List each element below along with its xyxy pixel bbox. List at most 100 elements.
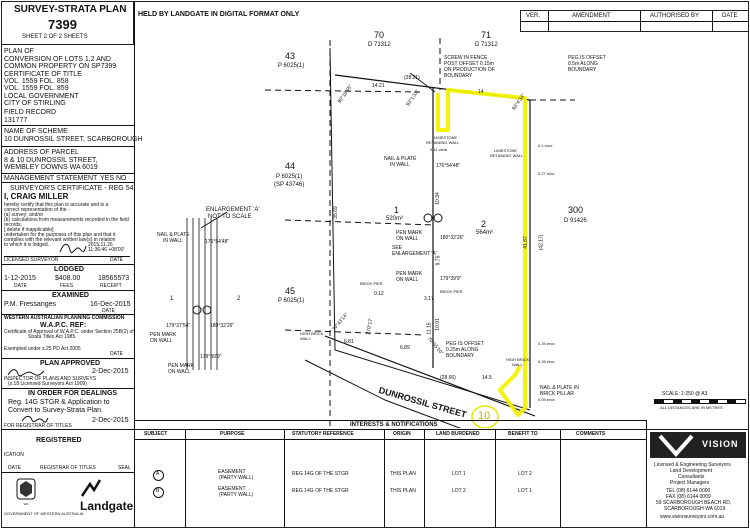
firm-line: 59 SCARBOROUGH BEACH RD, [656,500,732,506]
nail-pillar-note: BRICK PILLAR [540,391,574,397]
firm-line: Land Development [670,468,712,474]
lodged-label: LODGED [54,266,84,273]
dim-label: 35.69 [332,206,339,219]
easement-b-marker [202,305,212,315]
high-brick-note: HIGH BRICK [300,331,324,336]
dim-label: 41.87 [522,236,529,249]
mgmt-value: YES NO [100,175,127,182]
lot-43-ref: P 6025(1) [278,63,305,69]
dealings-label: IN ORDER FOR DEALINGS [28,390,118,397]
col-rule [424,430,425,528]
divider [1,429,749,430]
row-origin: THIS PLAN [390,488,416,494]
scale-bar [654,399,746,404]
row-purpose: (PARTY WALL) [219,492,254,498]
lot-1-id: 1 [394,205,400,215]
pen-mark-note: ON WALL [396,277,419,283]
offset-label: 0.05 encr. [538,397,556,402]
col-purpose: PURPOSE [220,431,245,437]
enlargement-title: ENLARGEMENT 'A' [206,207,260,213]
firm-line: FAX (08) 6144 0009 [666,494,711,500]
enlargement-leader [200,211,228,229]
exam-date: 16-Dec-2015 [90,301,131,308]
lot-45-ref: P 6025(1) [278,298,305,304]
lot-45-id: 45 [285,286,296,296]
screw-note: BOUNDARY [444,73,473,79]
plan-of-label: PLAN OF [4,48,34,55]
col-burdened: LAND BURDENED [436,431,480,437]
inspector-label: INSPECTOR OF PLANS AND SURVEYS [4,376,97,382]
wapc-title: WESTERN AUSTRALIAN PLANNING COMMISSION [4,315,125,321]
boundary-dashed [284,219,436,226]
ver-header: VER. [526,13,541,19]
addr-line: 8 & 10 DUNROSSIL STREET, [4,157,98,164]
plan-approved-date: 2-Dec-2015 [92,368,129,375]
scale-label: SCALE: 1:250 @ A3 [662,391,708,397]
dim-label: 6.81 [344,339,354,345]
brick-pier-note: BRICK PIER [360,281,383,286]
dealings-date: 2-Dec-2015 [92,417,129,424]
highlight-lot2 [436,88,527,417]
divider [1,472,135,473]
landgate-wordmark: Landgate [80,499,134,513]
wa-crest-logo: WA [16,478,36,506]
dealings-text: Reg. 14G STGR & Application to [8,399,110,406]
lodged-col: RECEIPT [100,283,122,289]
enl-lot-b: 2 [237,296,241,302]
peg-top-note: BOUNDARY [568,67,597,73]
dim-label: 14.21 [372,83,385,89]
examined-label: EXAMINED [52,292,89,299]
fr-value: 131777 [4,117,28,124]
dim-label: (42.17) [538,234,545,251]
firm-line: Licensed & Engineering Surveyors [654,462,731,468]
lot-70-ref: D 71312 [368,42,391,48]
title-box [1,1,134,45]
table-border [134,420,135,528]
dim-label: (28.21) [404,75,420,81]
lot-71-ref: D 71312 [475,42,498,48]
reg-col: SEAL [118,465,131,471]
screw-note: ON PRODUCTION OF [444,67,495,73]
offset-label: 0.25 encr. [538,341,556,346]
table-border [134,420,646,421]
firm-line: TEL (08) 6144 0000 [666,488,711,494]
cert-text: records, [4,222,23,228]
exam-col: DATE [102,308,115,314]
enl-bearing: 176°54'48" [205,239,230,245]
highlight-path [436,88,527,417]
fr-label: FIELD RECORD [4,109,57,116]
exam-name: P.M. Fressanges [4,301,57,308]
divider [1,388,134,389]
lot-44-ref2: (SP 43746) [274,182,305,188]
screw-note: POST OFFSET 0.15m [444,61,494,67]
lot-71-id: 71 [481,30,492,40]
inspector-sub: (s.18 Licensed Surveyors Act 1909) [8,381,87,387]
nail-pillar-note: NAIL & PLATE IN [540,385,579,391]
high-brick-note: HIGH BRICK [506,357,530,362]
surveyor-signature [59,243,87,254]
lot-300-ref: D 91426 [564,218,587,224]
offset-label: 0.27 encr. [538,171,556,176]
lot-44-ref: P 6025(1) [276,174,303,180]
enl-nail-note: NAIL & PLATE [157,232,190,238]
mgmt-label: MANAGEMENT STATEMENT [4,175,98,182]
col-rule [185,430,186,528]
firm-line: www.visionsurveyors.com.au [660,514,725,520]
lot-2-area: 564m² [476,230,494,236]
dim-label: 3.17 [424,296,434,302]
scheme-label: NAME OF SCHEME [4,128,68,135]
row-purpose: (PARTY WALL) [219,475,254,481]
easement-b-marker [433,213,443,223]
cert-text: undertaken for the purposes of this plan… [4,232,116,238]
dim-label: 11.15 [426,322,433,335]
limestone-wall-2: RETAINING WALL [490,153,524,158]
limestone-wall-2: LIMESTONE [494,148,518,153]
row-benefit: LOT 2 [518,471,532,477]
wapc-date-label: DATE [110,351,123,357]
parcel-boundary [329,47,531,411]
survey-plan-drawing [186,38,575,428]
lot-1-area: 520m² [386,216,404,222]
enl-pen-note: ON WALL [168,369,191,375]
col-rule [384,430,385,528]
gov-text: GOVERNMENT OF WESTERN AUSTRALIA [4,511,84,516]
